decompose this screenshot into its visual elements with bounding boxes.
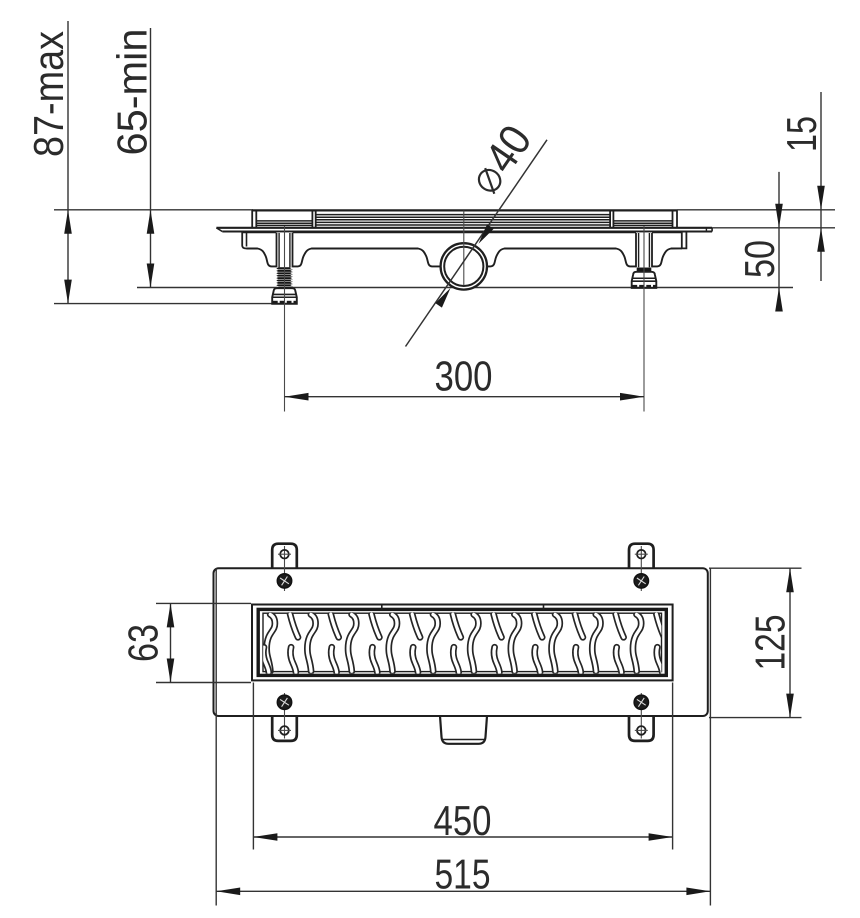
svg-text:300: 300 [435, 352, 493, 399]
svg-text:515: 515 [435, 851, 491, 898]
svg-text:87-max: 87-max [25, 31, 72, 157]
svg-text:450: 450 [434, 797, 492, 844]
svg-text:125: 125 [747, 615, 794, 671]
svg-text:15: 15 [778, 116, 825, 152]
svg-text:65-min: 65-min [109, 29, 156, 156]
svg-text:50: 50 [736, 240, 783, 278]
svg-text:63: 63 [120, 624, 167, 662]
